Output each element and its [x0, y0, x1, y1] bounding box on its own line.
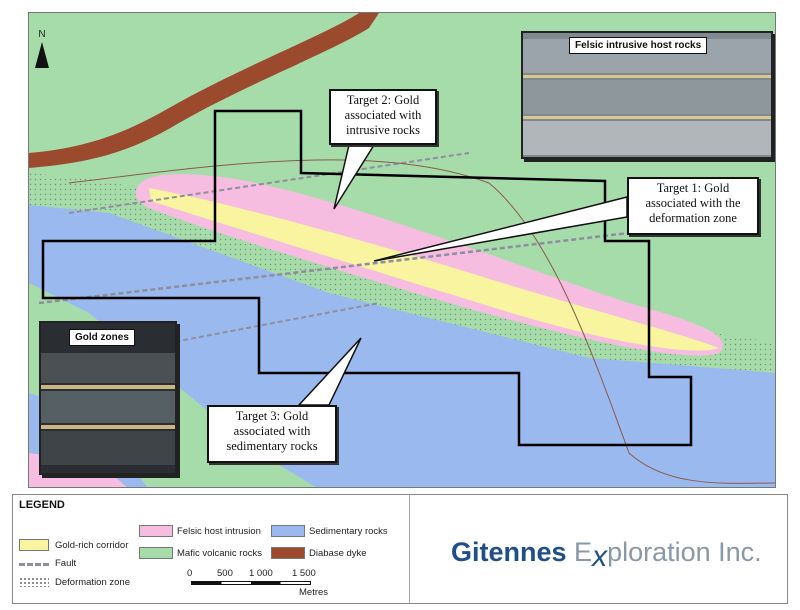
legend-label-felsic: Felsic host intrusion [177, 526, 261, 537]
fault-line-1 [38, 231, 630, 305]
callout-pointer-target2 [333, 144, 376, 210]
core-divider [523, 116, 771, 119]
logo-part-ploration: ploration Inc. [607, 537, 762, 567]
core-strip [523, 121, 771, 155]
scale-unit: Metres [299, 587, 329, 598]
legend-swatch-felsic [139, 525, 173, 537]
scale-tick-1500: 1 500 [292, 568, 316, 579]
legend-swatch-sedimentary [271, 525, 305, 537]
legend-panel: LEGEND Felsic host intrusion Sedimentary… [12, 494, 788, 604]
logo-part-e: E [574, 537, 593, 567]
logo-part-gitennes: Gitennes [451, 537, 567, 567]
logo-part-x: x [592, 540, 608, 573]
legend-label-fault: Fault [55, 558, 77, 569]
core-strip [523, 80, 771, 114]
core-strip [41, 353, 175, 383]
geology-map: N Felsic intrusive host rocks Gold zones… [28, 12, 776, 488]
legend-label-diabase: Diabase dyke [309, 548, 367, 559]
north-arrow-icon [35, 42, 49, 68]
legend-swatch-mafic [139, 547, 173, 559]
gold-rich-corridor [149, 188, 719, 351]
legend-label-gold-corridor: Gold-rich corridor [55, 540, 129, 551]
legend-label-sedimentary: Sedimentary rocks [309, 526, 388, 537]
fault-line-2 [68, 152, 470, 214]
legend-label-deformation: Deformation zone [55, 577, 130, 588]
north-arrow: N [35, 29, 49, 68]
photo-gold-title: Gold zones [69, 329, 135, 346]
north-label: N [38, 29, 46, 40]
core-divider [41, 385, 175, 389]
legend-swatch-diabase [271, 547, 305, 559]
legend-title: LEGEND [19, 499, 65, 511]
photo-felsic-title: Felsic intrusive host rocks [569, 37, 708, 54]
callout-target3: Target 3: Gold associated with sedimenta… [207, 405, 337, 463]
photo-felsic-core: Felsic intrusive host rocks [521, 31, 773, 159]
scale-tick-0: 0 [187, 568, 193, 579]
road-line [68, 159, 775, 484]
legend-swatch-deformation [19, 577, 49, 587]
core-strip [41, 391, 175, 423]
core-divider [523, 75, 771, 78]
core-divider [41, 425, 175, 429]
core-strip [41, 431, 175, 465]
photo-gold-zones: Gold zones [39, 321, 177, 475]
legend-label-mafic: Mafic volcanic rocks [177, 548, 262, 559]
callout-target2: Target 2: Gold associated with intrusive… [329, 89, 437, 145]
legend-divider [409, 495, 410, 603]
legend-swatch-fault [19, 563, 49, 566]
company-logo: Gitennes Exploration Inc. [451, 535, 762, 573]
scale-tick-1000: 1 000 [249, 568, 273, 579]
callout-target1: Target 1: Gold associated with the defor… [627, 177, 759, 235]
claim-boundary [41, 109, 693, 447]
scale-bar [191, 581, 311, 585]
scale-tick-500: 500 [217, 568, 233, 579]
diabase-dyke [29, 13, 379, 168]
legend-swatch-gold-corridor [19, 539, 49, 551]
